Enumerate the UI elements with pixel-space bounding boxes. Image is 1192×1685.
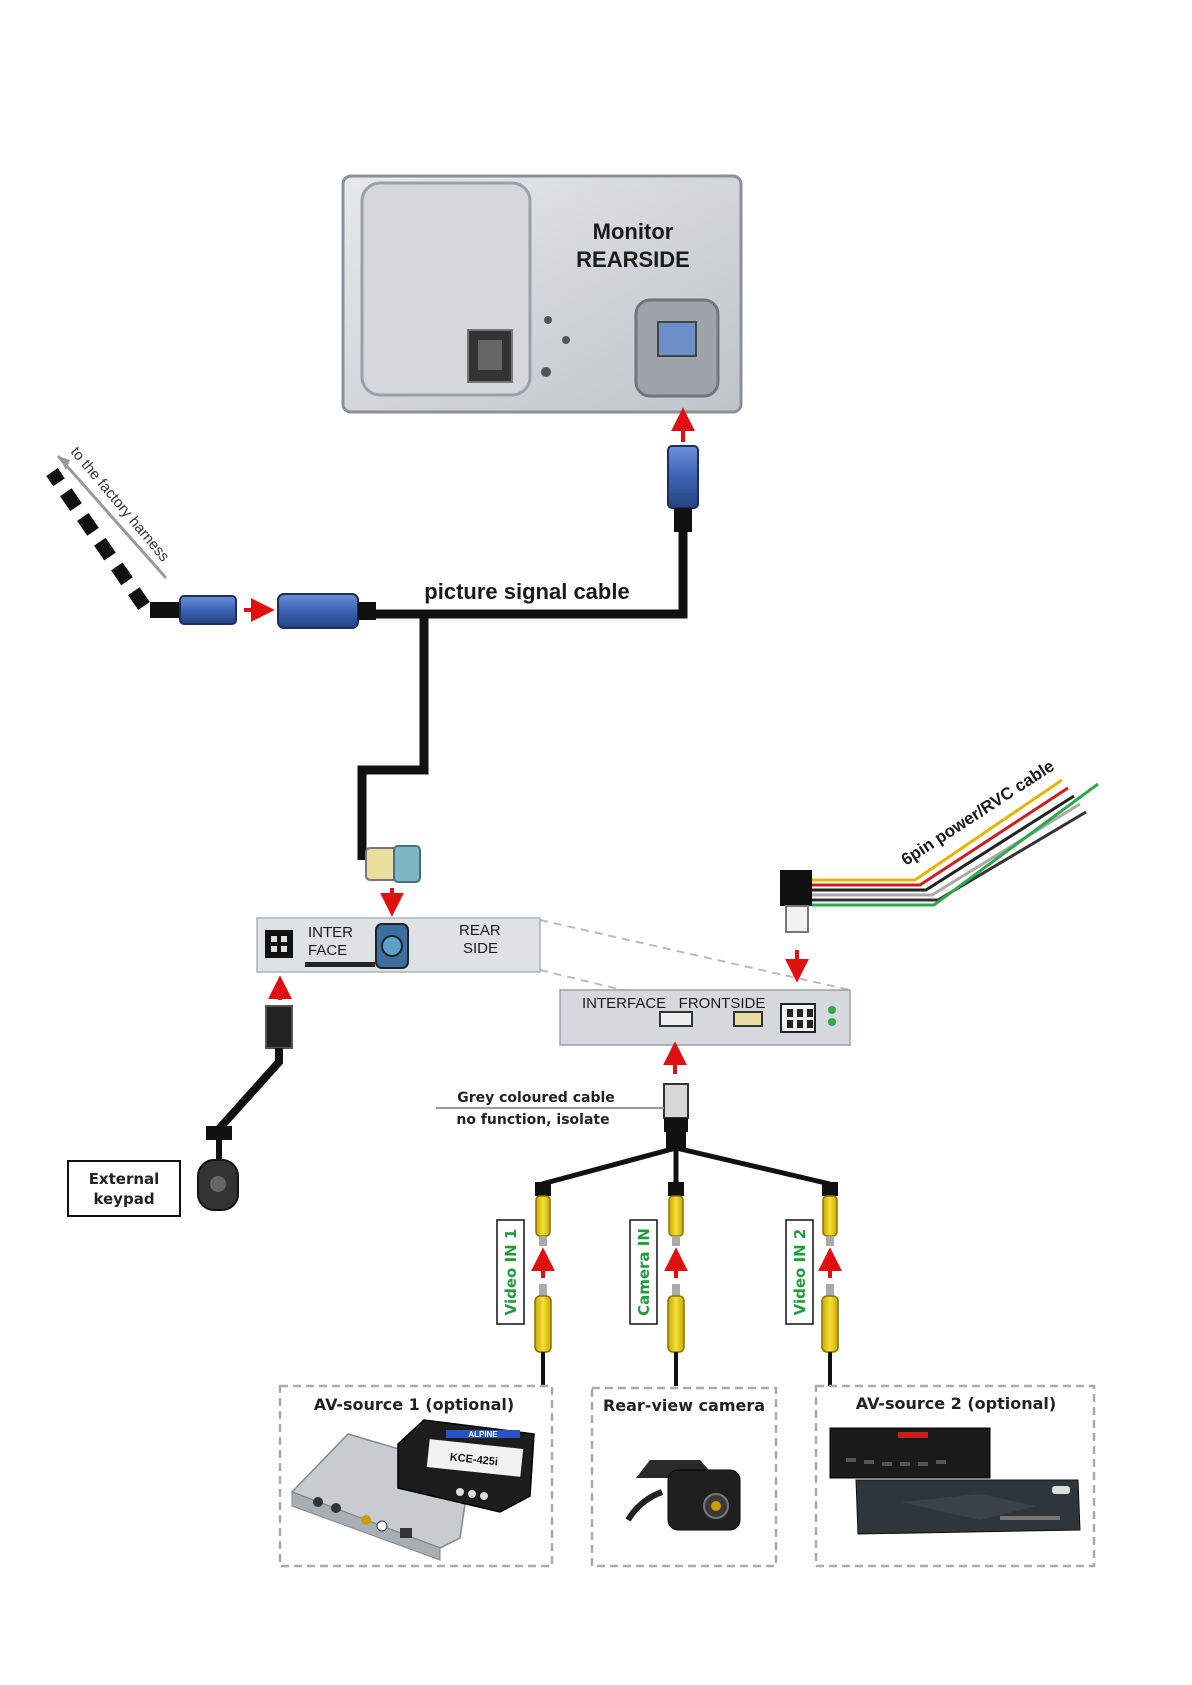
av-source-2-title: AV-source 2 (optional): [856, 1394, 1056, 1413]
av-source-2-box: AV-source 2 (optional): [816, 1386, 1094, 1566]
power-rvc-cable: 6pin power/RVC cable: [780, 756, 1098, 932]
interface-rear-left1: INTER: [308, 924, 353, 941]
interface-frontside: INTERFACE FRONTSIDE: [560, 990, 850, 1045]
keypad-cable: [198, 980, 292, 1210]
rca-source-video1: [535, 1284, 551, 1386]
interface-rear-right1: REAR: [459, 922, 501, 939]
harness-connector: [150, 596, 236, 624]
camera-title: Rear-view camera: [603, 1396, 765, 1415]
av-source-1-box: AV-source 1 (optional) ALPINE KCE-425i: [280, 1386, 552, 1566]
av1-brand: ALPINE: [468, 1430, 498, 1439]
label-video-in-1: Video IN 1: [497, 1220, 524, 1324]
monitor-connector: [668, 446, 698, 532]
grey-cable-line2: no function, isolate: [456, 1112, 609, 1128]
interface-rear-right2: SIDE: [463, 940, 498, 957]
interface-rear-left2: FACE: [308, 942, 347, 959]
av-source-1-title: AV-source 1 (optional): [314, 1395, 514, 1414]
rca-source-video2: [822, 1284, 838, 1386]
svg-text:Camera IN: Camera IN: [635, 1228, 653, 1316]
svg-text:Video IN 1: Video IN 1: [502, 1229, 520, 1316]
keypad-line2: keypad: [93, 1190, 154, 1208]
interface-front-label: INTERFACE FRONTSIDE: [582, 995, 765, 1012]
monitor-title-line2: REARSIDE: [576, 247, 690, 272]
monitor-rearside: Monitor REARSIDE: [343, 176, 741, 412]
power-cable-label: 6pin power/RVC cable: [898, 756, 1058, 869]
cable-connector-blue: [278, 594, 376, 628]
hsd-connector: [366, 846, 420, 882]
picture-cable-label: picture signal cable: [424, 579, 629, 604]
harness-label: to the factory harness: [67, 444, 173, 565]
grey-cable-line1: Grey coloured cable: [457, 1090, 615, 1106]
rca-plug-camera: [668, 1182, 684, 1246]
monitor-title-line1: Monitor: [593, 219, 674, 244]
rca-source-camera: [668, 1284, 684, 1386]
label-video-in-2: Video IN 2: [786, 1220, 813, 1324]
svg-text:Video IN 2: Video IN 2: [791, 1229, 809, 1316]
factory-harness: to the factory harness: [52, 444, 173, 606]
rear-view-camera-box: Rear-view camera: [592, 1388, 776, 1566]
label-camera-in: Camera IN: [630, 1220, 657, 1324]
rca-plug-video2: [822, 1182, 838, 1246]
rca-plug-video1: [535, 1182, 551, 1246]
keypad-box: External keypad: [68, 1161, 180, 1216]
keypad-line1: External: [89, 1170, 160, 1188]
